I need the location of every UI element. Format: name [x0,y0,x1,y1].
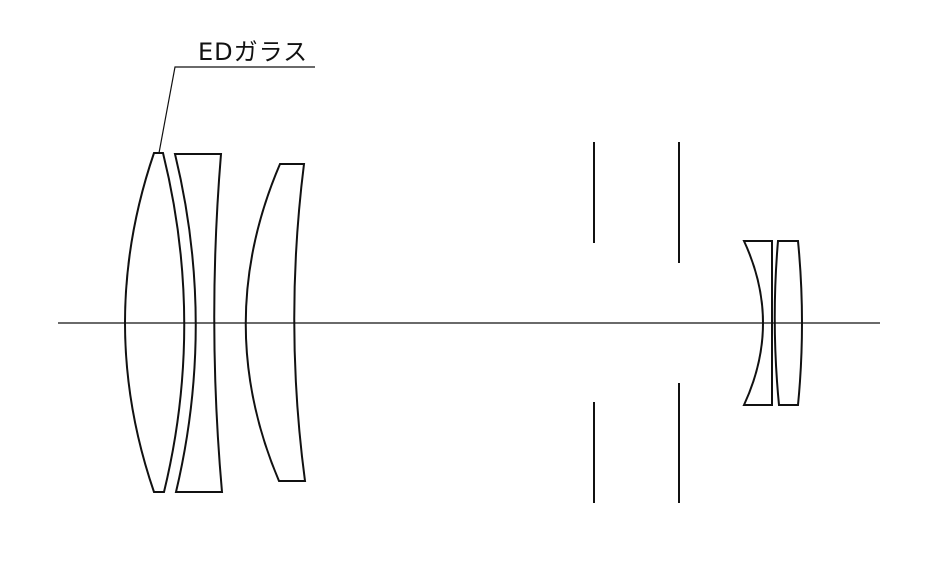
leader-line [158,66,315,154]
lens-5 [773,240,803,406]
lens-3 [244,163,307,482]
lens-2 [173,153,224,493]
lens-1-ed-glass [124,152,186,493]
ed-glass-label: EDガラス [198,38,309,66]
lens-4 [742,240,773,406]
